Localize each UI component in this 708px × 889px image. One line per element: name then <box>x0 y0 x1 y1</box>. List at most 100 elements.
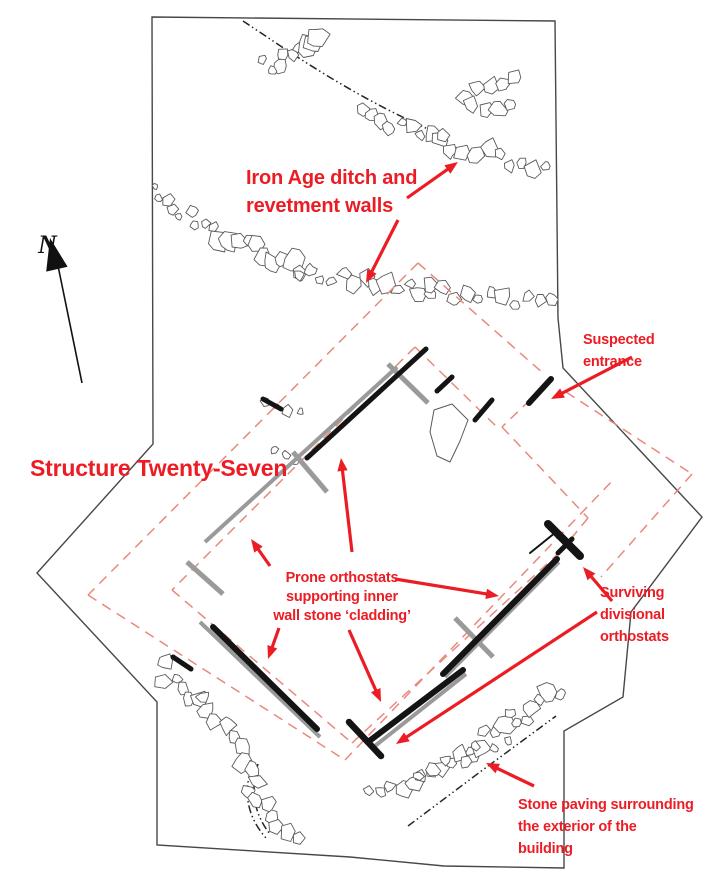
label-line: Suspected <box>583 332 655 348</box>
stone <box>201 218 212 229</box>
label-line: Structure Twenty-Seven <box>30 455 287 481</box>
stone <box>234 737 250 755</box>
stone <box>280 822 296 842</box>
stone <box>414 129 426 142</box>
stone <box>375 787 387 798</box>
stone <box>261 795 277 813</box>
stone <box>294 270 305 282</box>
stone <box>446 291 463 306</box>
stone <box>403 278 416 289</box>
stone <box>487 100 509 117</box>
stone <box>268 65 278 75</box>
structure-outline-dash <box>344 477 616 761</box>
stone <box>433 279 451 295</box>
structure-outline-dash <box>501 399 531 428</box>
stone <box>154 674 174 689</box>
label-line: entrance <box>583 354 642 370</box>
annotation-arrowhead-to-entrance <box>551 388 565 399</box>
stone <box>296 407 304 415</box>
structure-outline-dash <box>565 391 693 475</box>
wall-cladding-bar <box>526 376 554 406</box>
stone <box>503 99 517 111</box>
stone <box>534 294 548 308</box>
stone <box>281 403 294 418</box>
stone <box>195 691 209 703</box>
north-arrow-head <box>46 238 68 272</box>
wall-cladding-bar <box>210 624 320 732</box>
annotation-arrow-prone-down-left <box>270 627 281 650</box>
stone <box>471 740 481 752</box>
stone <box>268 818 285 835</box>
label-line: Surviving <box>600 585 664 601</box>
label-line: supporting inner <box>286 589 399 605</box>
stone <box>412 771 425 781</box>
annotation-arrow-to-paving <box>495 766 535 788</box>
wall-cladding-bar <box>345 718 385 760</box>
prone-orthostat-line <box>203 365 399 544</box>
annotation-arrowhead-surviving-short <box>583 567 596 581</box>
stone <box>257 54 267 65</box>
structure-outline-dash <box>501 426 589 519</box>
stone <box>423 276 440 294</box>
stone <box>495 77 511 92</box>
stone <box>522 700 542 718</box>
stone <box>540 161 551 171</box>
wall-cladding-bar <box>544 520 584 560</box>
stone <box>157 653 173 670</box>
stone <box>171 673 184 684</box>
stone <box>325 276 338 287</box>
wall-cladding-bar <box>440 556 560 677</box>
annotation-arrowhead-prone-up-left <box>251 539 263 553</box>
stone <box>247 775 268 789</box>
annotation-arrow-surviving-short <box>588 574 614 603</box>
stone <box>439 755 451 767</box>
stone <box>185 204 199 218</box>
structure-outline-dash <box>351 551 561 744</box>
stone <box>459 284 476 304</box>
annotation-arrowhead-prone-up <box>337 458 348 472</box>
label-structure-title: Structure Twenty-Seven <box>30 455 287 481</box>
stone <box>472 294 483 304</box>
stone <box>504 708 517 718</box>
stone <box>437 127 451 143</box>
annotation-arrow-prone-up-left <box>256 547 272 567</box>
stone <box>468 80 486 97</box>
stone <box>264 251 281 274</box>
stone <box>511 717 522 728</box>
stone <box>362 785 375 797</box>
structure-outline-dash <box>417 262 545 375</box>
label-line: wall stone ‘cladding’ <box>272 608 411 624</box>
wall-cladding-bar <box>529 531 557 554</box>
north-arrow-shaft <box>55 255 83 384</box>
annotation-arrowhead-prone-down-left <box>267 645 278 659</box>
stone <box>477 724 491 737</box>
annotation-arrow-prone-down-right <box>347 629 378 693</box>
stone <box>383 780 397 793</box>
label-line: Prone orthostats <box>286 570 399 586</box>
stone <box>303 262 318 277</box>
stone <box>166 203 180 216</box>
wall-cladding-bar <box>170 654 194 672</box>
trench-boundary <box>36 16 703 869</box>
stone <box>247 791 263 809</box>
stone <box>494 147 506 161</box>
label-suspected-entrance: Suspected entrance <box>583 332 655 370</box>
stone <box>174 213 183 221</box>
stone <box>523 159 542 179</box>
label-line: building <box>518 841 573 857</box>
stone <box>522 289 535 302</box>
stone <box>381 120 396 137</box>
stone <box>442 143 457 160</box>
stone <box>307 28 331 47</box>
stone <box>270 445 280 455</box>
stone <box>208 221 219 232</box>
annotation-arrow-surviving-long <box>404 610 598 740</box>
stone <box>520 715 535 727</box>
north-label: N <box>37 230 58 259</box>
stone <box>189 220 199 231</box>
